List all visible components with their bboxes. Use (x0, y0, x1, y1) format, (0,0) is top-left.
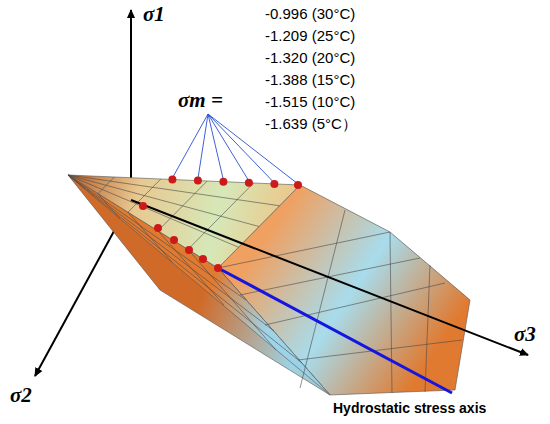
value-label: -1.515 (10°C) (265, 93, 355, 110)
axis-label: σ1 (143, 2, 165, 27)
value-label: -1.209 (25°C) (265, 27, 355, 44)
mean-stress-label: σm = (178, 88, 223, 113)
value-label: -1.320 (20°C) (265, 49, 355, 66)
axis-label: σ2 (10, 383, 32, 408)
value-label: -1.388 (15°C) (265, 71, 355, 88)
axis-label: σ3 (514, 322, 536, 347)
axis-caption: Hydrostatic stress axis (333, 400, 486, 416)
value-label: -0.996 (30°C) (265, 5, 355, 22)
value-label: -1.639 (5°C） (265, 115, 357, 134)
